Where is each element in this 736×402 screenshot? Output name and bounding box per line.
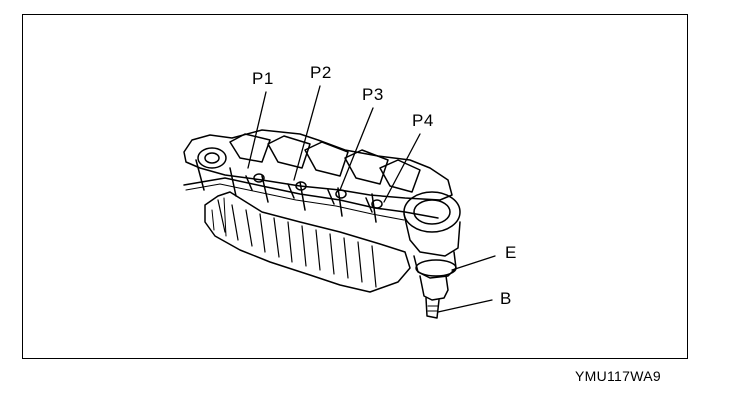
label-e: E: [505, 243, 517, 262]
left-mounting-eye: [197, 147, 227, 169]
label-p4: P4: [412, 111, 434, 130]
diode-blocks: [229, 133, 421, 213]
label-b: B: [500, 289, 512, 308]
label-p2: P2: [310, 63, 332, 82]
p4-leader-line: [383, 133, 421, 203]
p2-leader-line: [293, 85, 321, 181]
figure-frame: [22, 14, 688, 359]
e-leader-line: [451, 255, 496, 271]
figure-code: YMU117WA9: [575, 368, 661, 384]
terminal-stud: [413, 251, 457, 319]
label-p1: P1: [252, 69, 274, 88]
heat-sink-body: [204, 191, 411, 293]
leader-lines: [247, 85, 496, 313]
p1-leader-line: [247, 91, 267, 169]
label-p3: P3: [362, 85, 384, 104]
right-terminal-ring: [403, 191, 461, 257]
b-leader-line: [437, 299, 493, 313]
p3-leader-line: [339, 107, 374, 191]
diode-holder-plate: [183, 129, 453, 223]
